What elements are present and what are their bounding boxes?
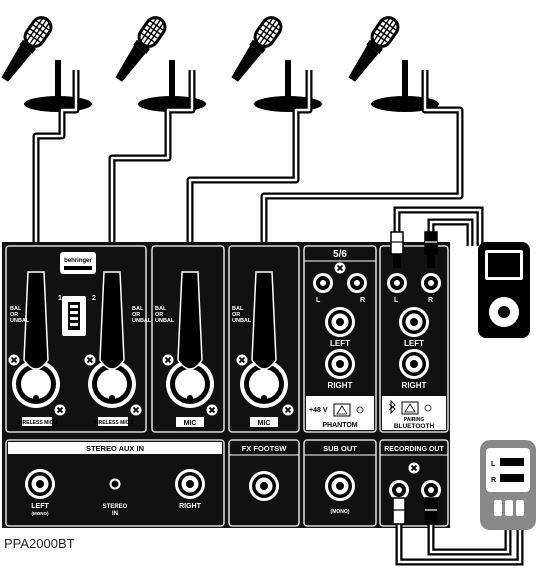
wireless-receiver: behringer 1 2	[58, 252, 96, 336]
svg-text:MIC: MIC	[258, 420, 271, 427]
svg-text:IN: IN	[112, 511, 118, 517]
ch56-right-label: RIGHT	[328, 381, 353, 390]
svg-text:STEREO: STEREO	[103, 504, 128, 510]
svg-text:LEFT: LEFT	[31, 503, 49, 510]
svg-text:STEREO AUX IN: STEREO AUX IN	[86, 444, 144, 453]
svg-text:SUB OUT: SUB OUT	[323, 444, 357, 453]
ch56-r-label: R	[360, 297, 365, 304]
combo-input-4	[240, 271, 288, 408]
svg-text:PHANTOM: PHANTOM	[322, 422, 357, 429]
svg-text:(MONO): (MONO)	[331, 509, 350, 515]
svg-text:+48 V: +48 V	[309, 407, 328, 414]
or-label-1: OR	[10, 312, 18, 318]
recorder-r-label: R	[491, 477, 496, 484]
unbal-label-1: UNBAL	[10, 318, 30, 324]
svg-text:RECORDING OUT: RECORDING OUT	[384, 446, 444, 453]
microphone-1	[0, 11, 58, 87]
unbal-label-2: UNBAL	[132, 318, 152, 324]
or-label-2: OR	[132, 312, 140, 318]
recording-out-section: RECORDING OUT	[380, 446, 448, 500]
bal-label-2: BAL	[132, 306, 144, 312]
unbal-label-4: UNBAL	[232, 318, 252, 324]
svg-text:RIGHT: RIGHT	[179, 503, 202, 510]
bt-r-label: R	[428, 297, 433, 304]
bt-rca-left	[387, 273, 407, 293]
channel-label-mic-3: MIC	[176, 417, 204, 427]
ch56-jack-right	[325, 349, 355, 379]
rca-plug-bt-left	[390, 231, 404, 268]
channel-56-label: 5/6	[333, 249, 347, 260]
bt-right-label: RIGHT	[402, 381, 427, 390]
ch56-rca-left	[313, 273, 333, 293]
recorder-l-label: L	[491, 461, 496, 468]
bal-label-1: BAL	[10, 306, 22, 312]
bt-rca-right	[421, 273, 441, 293]
fx-footswitch-section: FX FOOTSW	[229, 444, 299, 501]
rca-plug-rec-left	[392, 497, 406, 525]
combo-input-3	[166, 271, 214, 408]
bt-jack-left	[399, 307, 429, 337]
microphone-2	[109, 11, 172, 87]
or-label-3: OR	[155, 312, 163, 318]
svg-text:FX FOOTSW: FX FOOTSW	[242, 444, 288, 453]
svg-text:BLUETOOTH: BLUETOOTH	[394, 423, 435, 430]
svg-text:(MONO): (MONO)	[32, 511, 49, 516]
rca-plug-bt-right	[424, 231, 438, 268]
channel-label-mic-4: MIC	[250, 417, 278, 427]
ch56-rca-right	[347, 273, 367, 293]
mic-stand-4	[371, 60, 439, 112]
ch56-left-label: LEFT	[330, 339, 350, 348]
bt-left-label: LEFT	[404, 339, 424, 348]
model-name: PPA2000BT	[4, 536, 75, 551]
ch56-jack-left	[325, 307, 355, 337]
combo-input-2	[88, 271, 136, 408]
or-label-4: OR	[232, 312, 240, 318]
bt-l-label: L	[394, 297, 399, 304]
channel-label-wireless-2: WIRELESS MIC 2	[93, 417, 134, 426]
bal-label-4: BAL	[232, 306, 244, 312]
wireless-number-1: 1	[58, 295, 62, 302]
channel-label-wireless-1: WIRELESS MIC 1	[17, 417, 58, 426]
unbal-label-3: UNBAL	[155, 318, 175, 324]
brand-logo: behringer	[64, 258, 92, 264]
wireless-number-2: 2	[92, 295, 96, 302]
mic-stand-2	[138, 60, 206, 112]
bt-jack-right	[399, 349, 429, 379]
microphone-3	[225, 11, 288, 87]
microphone-4	[342, 11, 405, 87]
recorder-device: L R	[480, 440, 536, 530]
bluetooth-pairing: PAIRING BLUETOOTH	[382, 396, 446, 430]
svg-text:WIRELESS MIC 1: WIRELESS MIC 1	[17, 420, 58, 426]
mixer-panel	[2, 242, 450, 528]
bluetooth-icon	[388, 399, 396, 415]
phantom-switch: +48 V PHANTOM	[306, 396, 374, 430]
sub-out-section: SUB OUT (MONO)	[304, 444, 376, 515]
ch56-l-label: L	[316, 297, 321, 304]
combo-input-1	[12, 271, 60, 408]
mic-cables	[32, 70, 464, 272]
stereo-aux-section: STEREO AUX IN LEFT (MONO) STEREO IN RIGH…	[8, 442, 222, 517]
mic-stand-1	[24, 60, 92, 112]
media-player	[478, 242, 530, 338]
recorder-cables	[395, 520, 524, 566]
bal-label-3: BAL	[155, 306, 167, 312]
svg-text:WIRELESS MIC 2: WIRELESS MIC 2	[93, 420, 134, 426]
svg-text:MIC: MIC	[184, 420, 197, 427]
svg-text:PAIRING: PAIRING	[404, 417, 425, 423]
rca-plug-rec-right	[424, 497, 438, 525]
